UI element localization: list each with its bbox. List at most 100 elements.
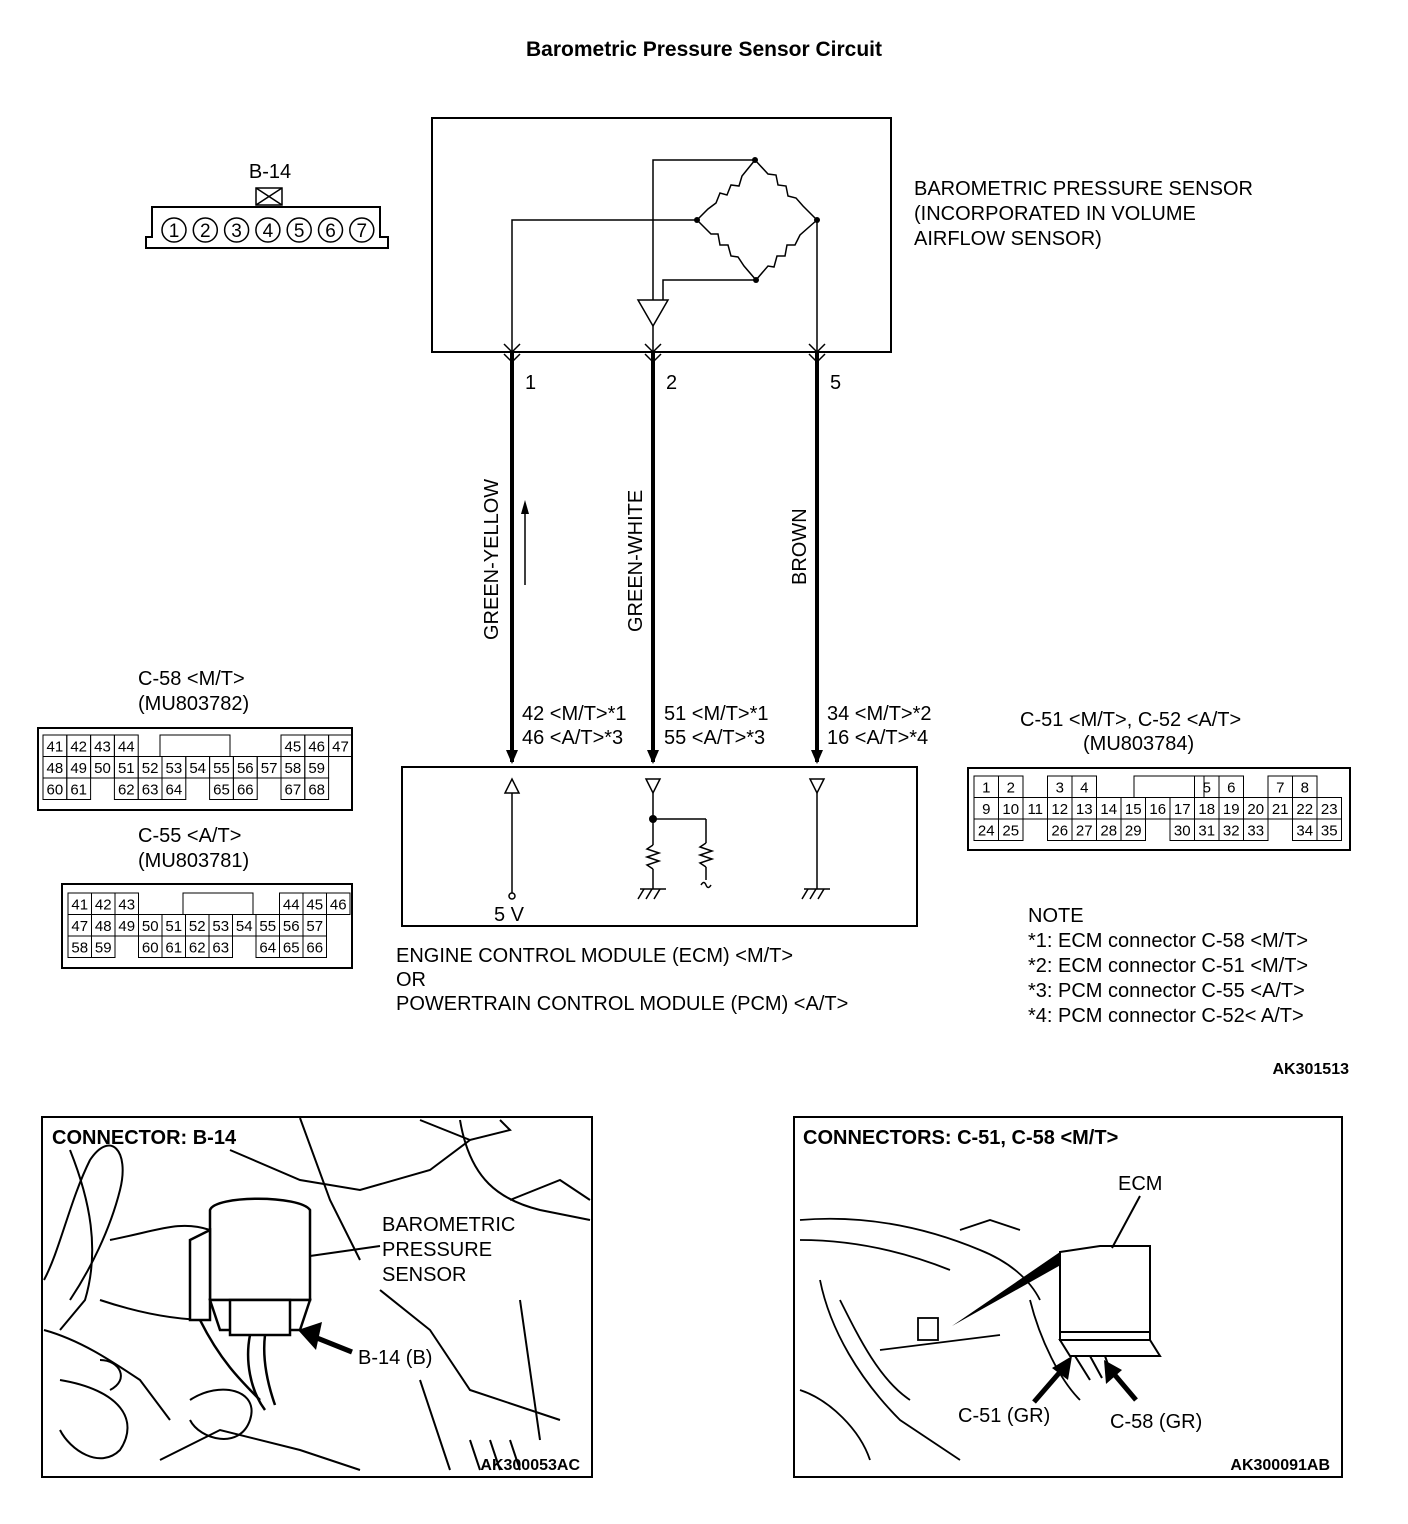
sensor-box [431, 117, 892, 353]
connector-b14-label: B-14 [249, 161, 291, 183]
pin-cell [1120, 818, 1146, 841]
pin-number: 57 [306, 918, 323, 935]
pin-number: 59 [308, 760, 325, 777]
b14-pin-label: 3 [231, 221, 242, 242]
pin-number: 56 [237, 760, 254, 777]
pin-number: 51 [118, 760, 135, 777]
pin-number: 12 [1051, 801, 1068, 818]
pin-number: 41 [71, 897, 88, 914]
c58-part: (MU803782) [138, 693, 249, 715]
pin-number: 19 [1223, 801, 1240, 818]
keyway [159, 734, 231, 757]
b14-pin-label: 6 [325, 221, 336, 242]
c55-part: (MU803781) [138, 850, 249, 872]
pin-number: 8 [1301, 780, 1309, 797]
pin-cell [232, 777, 258, 800]
pin-number: 66 [237, 782, 254, 799]
module-line-2: OR [396, 969, 426, 991]
terminal-1-label: 1 [525, 372, 536, 394]
pin-number: 23 [1321, 801, 1338, 818]
sensor-illustration [188, 1197, 312, 1411]
pin-number: 14 [1100, 801, 1117, 818]
pin-number: 53 [166, 760, 183, 777]
ecm-pin-label-2b: 55 <A/T>*3 [664, 727, 765, 749]
pin-number: 25 [1002, 823, 1019, 840]
pin-number: 59 [95, 940, 112, 957]
pin-number: 46 [308, 739, 325, 756]
ecm-box [401, 766, 918, 927]
ecm-pin-label-2a: 51 <M/T>*1 [664, 703, 769, 725]
pin-number: 65 [283, 940, 300, 957]
pin-cell [161, 777, 187, 800]
engine-bay-illustration [43, 1117, 591, 1471]
pin-number: 20 [1247, 801, 1264, 818]
pin-cell [998, 818, 1024, 841]
wire-color-brown: BROWN [789, 508, 811, 585]
pin-number: 52 [142, 760, 159, 777]
panel-left-sensor-line: PRESSURE [382, 1239, 492, 1261]
panel-left-heading: CONNECTOR: B-14 [52, 1127, 237, 1149]
pin-number: 58 [71, 940, 88, 957]
pin-number: 5 [1203, 780, 1211, 797]
pin-number: 4 [1080, 780, 1088, 797]
pin-cell [328, 734, 353, 757]
harness-wires [503, 343, 826, 764]
figure-code-top: AK301513 [1273, 1061, 1350, 1078]
module-line-1: ENGINE CONTROL MODULE (ECM) <M/T> [396, 945, 793, 967]
pin-number: 30 [1174, 823, 1191, 840]
pin-number: 48 [95, 918, 112, 935]
pin-number: 34 [1296, 823, 1313, 840]
panel-connectors-c51-c58: CONNECTORS: C-51, C-58 <M/T> ECM [793, 1116, 1343, 1478]
pin-number: 65 [213, 782, 230, 799]
pin-number: 52 [189, 918, 206, 935]
wire-color-green-yellow: GREEN-YELLOW [481, 479, 503, 640]
pin-number: 63 [212, 940, 229, 957]
pin-number: 61 [165, 940, 182, 957]
panel-left-code: AK300053AC [480, 1457, 580, 1474]
pin-number: 60 [142, 940, 159, 957]
note-item: *4: PCM connector C-52< A/T> [1028, 1005, 1304, 1027]
pin-number: 55 [259, 918, 276, 935]
pin-number: 42 [95, 897, 112, 914]
panel-right-code: AK300091AB [1230, 1457, 1330, 1474]
pin-number: 60 [47, 782, 64, 799]
pin-cell [326, 892, 351, 915]
pin-number: 28 [1100, 823, 1117, 840]
ecm-illustration [1058, 1245, 1162, 1381]
module-line-3: POWERTRAIN CONTROL MODULE (PCM) <A/T> [396, 993, 848, 1015]
pin-number: 62 [189, 940, 206, 957]
pin-number: 67 [285, 782, 302, 799]
pin-number: 17 [1174, 801, 1191, 818]
panel-right-c51: C-51 (GR) [958, 1405, 1050, 1427]
pin-number: 21 [1272, 801, 1289, 818]
diagram-title: Barometric Pressure Sensor Circuit [526, 38, 882, 61]
pin-number: 56 [283, 918, 300, 935]
pointer-arrow-icon [1032, 1356, 1072, 1404]
pin-number: 6 [1227, 780, 1235, 797]
wire-color-green-white: GREEN-WHITE [625, 490, 647, 632]
panel-right-heading: CONNECTORS: C-51, C-58 <M/T> [803, 1127, 1118, 1149]
pin-number: 9 [982, 801, 990, 818]
b14-pin-label: 5 [294, 221, 305, 242]
pin-number: 68 [308, 782, 325, 799]
b14-pin-circle [223, 217, 250, 243]
pointer-arrow-icon [1104, 1360, 1138, 1402]
c51-title: C-51 <M/T>, C-52 <A/T> [1020, 709, 1241, 731]
sensor-description: BAROMETRIC PRESSURE SENSOR (INCORPORATED… [914, 178, 1253, 250]
pin-number: 54 [236, 918, 253, 935]
pin-number: 48 [47, 760, 64, 777]
c55-title: C-55 <A/T> [138, 825, 241, 847]
pin-number: 10 [1002, 801, 1019, 818]
pin-number: 43 [94, 739, 111, 756]
pin-number: 22 [1296, 801, 1313, 818]
note-heading: NOTE [1028, 905, 1084, 927]
pin-number: 11 [1027, 801, 1043, 818]
sensor-line-2: (INCORPORATED IN VOLUME [914, 203, 1196, 225]
pin-number: 18 [1198, 801, 1215, 818]
keyway [1133, 775, 1205, 798]
pin-number: 51 [165, 918, 182, 935]
